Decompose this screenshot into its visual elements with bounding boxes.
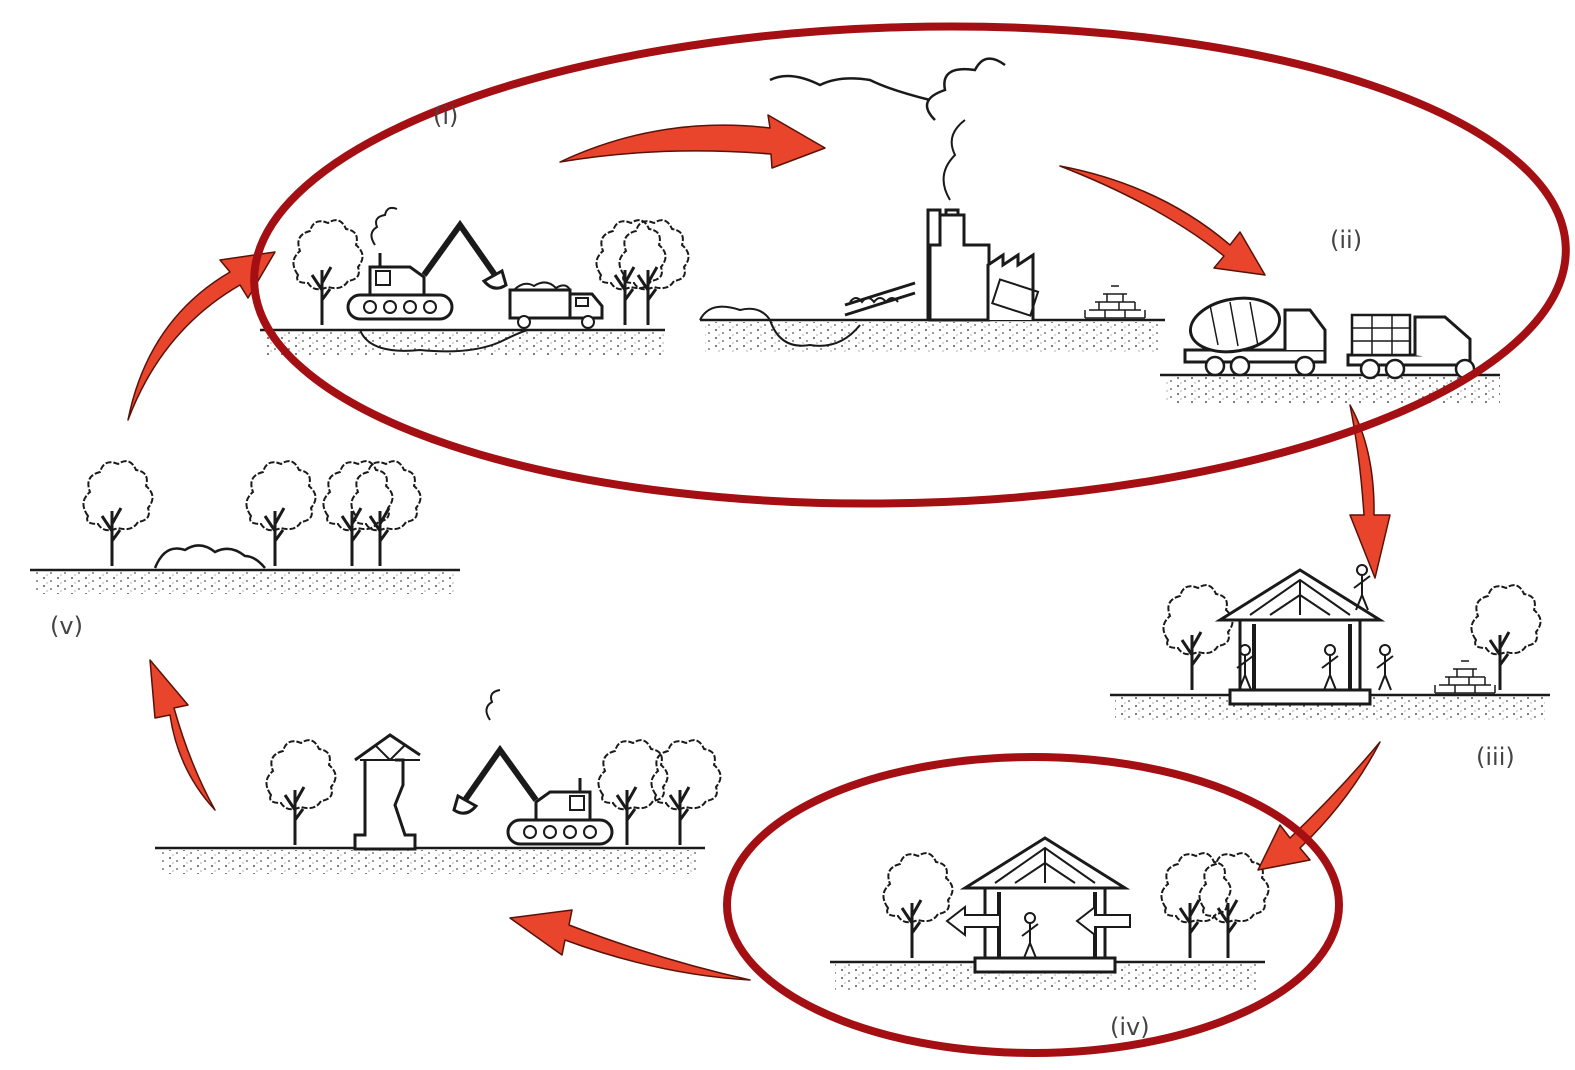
stage-extraction-scene	[260, 208, 689, 356]
exhaust-smoke-icon	[486, 690, 500, 720]
stage-manufacture-scene	[700, 59, 1165, 352]
stage-label-i: (i)	[433, 104, 458, 128]
stage-label-iv: (iv)	[1110, 1015, 1150, 1039]
stage-label-iii: (iii)	[1476, 745, 1515, 769]
smoke-plume-icon	[770, 59, 1005, 120]
stage-demolition-scene	[155, 690, 721, 874]
house-icon	[965, 838, 1125, 972]
tree-icon	[1471, 585, 1540, 690]
tree-icon	[246, 461, 315, 566]
cement-mixer-truck-icon	[1185, 292, 1325, 375]
house-under-construction-icon	[1220, 570, 1380, 704]
tree-icon	[1161, 853, 1230, 958]
tree-icon	[266, 740, 335, 845]
exhaust-smoke-icon	[371, 208, 397, 245]
shrub-icon	[155, 545, 265, 568]
arrow-use-to-demolition	[510, 910, 750, 980]
bricks-icon	[1085, 286, 1145, 318]
tree-icon	[883, 853, 952, 958]
stage-use-scene	[830, 838, 1269, 990]
stage-nature-scene	[30, 461, 460, 594]
highlight-ellipse-manufacture	[248, 10, 1572, 520]
worker-icon	[1354, 565, 1370, 610]
highlight-ellipse-use	[727, 757, 1339, 1053]
excavator-icon	[454, 750, 612, 844]
stage-construction-scene	[1110, 565, 1550, 721]
arrow-extraction-to-manufacture	[560, 115, 825, 168]
occupant-icon	[1022, 913, 1038, 958]
worker-icon	[1322, 645, 1338, 690]
demolished-house-icon	[355, 735, 420, 849]
flatbed-truck-icon	[1348, 315, 1474, 378]
worker-icon	[1377, 645, 1393, 690]
factory-building-icon	[930, 215, 989, 320]
tree-icon	[1163, 585, 1232, 690]
tree-icon	[83, 461, 152, 566]
arrow-demolition-to-nature	[150, 660, 215, 810]
dump-truck-icon	[510, 282, 602, 328]
arrow-manufacture-to-transport	[1060, 166, 1265, 275]
stage-label-ii: (ii)	[1330, 228, 1362, 252]
airflow-arrow-icon	[947, 907, 1000, 935]
stage-label-v: (v)	[50, 614, 83, 638]
bricks-icon	[1435, 661, 1495, 693]
